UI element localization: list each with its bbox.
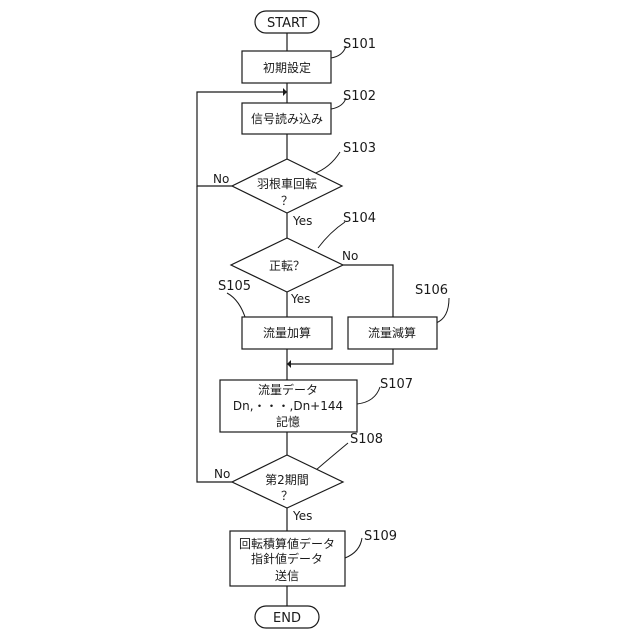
decision-s108: 第2期間 ？ S108 No Yes [214,432,383,523]
decision-s104-no-label: No [342,249,358,263]
step-s109-id: S109 [364,529,397,544]
step-s109-line2: 指針値データ [251,551,323,566]
step-s107: 流量データ Dn,・・・,Dn+144 記憶 S107 [220,377,413,432]
decision-s104-text: 正転？ [269,259,305,273]
step-s106-text: 流量減算 [368,325,416,340]
decision-s108-no-label: No [214,467,230,481]
step-s101: 初期設定 S101 [242,37,376,83]
decision-s108-line1: 第2期間 [265,473,309,487]
step-s107-line3: 記憶 [276,414,300,429]
step-s109-line3: 送信 [275,568,299,583]
step-s106: 流量減算 S106 [348,283,448,349]
decision-s104-yes-label: Yes [290,292,310,306]
decision-s108-line2: ？ [281,489,293,503]
end-terminator: END [255,606,319,628]
step-s102: 信号読み込み S102 [242,89,376,134]
decision-s103-yes-label: Yes [292,214,312,228]
step-s106-id: S106 [415,283,448,298]
start-terminator: START [255,11,319,33]
step-s107-line1: 流量データ [258,382,318,397]
step-s109: 回転積算値データ 指針値データ 送信 S109 [230,529,397,586]
step-s105-id: S105 [218,279,251,294]
start-label: START [267,16,307,31]
step-s101-text: 初期設定 [263,60,311,75]
step-s107-id: S107 [380,377,413,392]
step-s109-line1: 回転積算値データ [239,536,335,551]
decision-s104-id: S104 [343,211,376,226]
decision-s103-line1: 羽根車回転 [257,177,317,191]
decision-s108-yes-label: Yes [292,509,312,523]
decision-s103-no-label: No [213,172,229,186]
end-label: END [273,611,301,626]
step-s102-id: S102 [343,89,376,104]
decision-s108-id: S108 [350,432,383,447]
step-s101-id: S101 [343,37,376,52]
step-s105: 流量加算 S105 [218,279,332,349]
decision-s103-id: S103 [343,141,376,156]
step-s102-text: 信号読み込み [251,111,323,126]
step-s105-text: 流量加算 [263,325,311,340]
step-s107-line2: Dn,・・・,Dn+144 [233,399,343,413]
decision-s103-line2: ？ [281,194,293,208]
